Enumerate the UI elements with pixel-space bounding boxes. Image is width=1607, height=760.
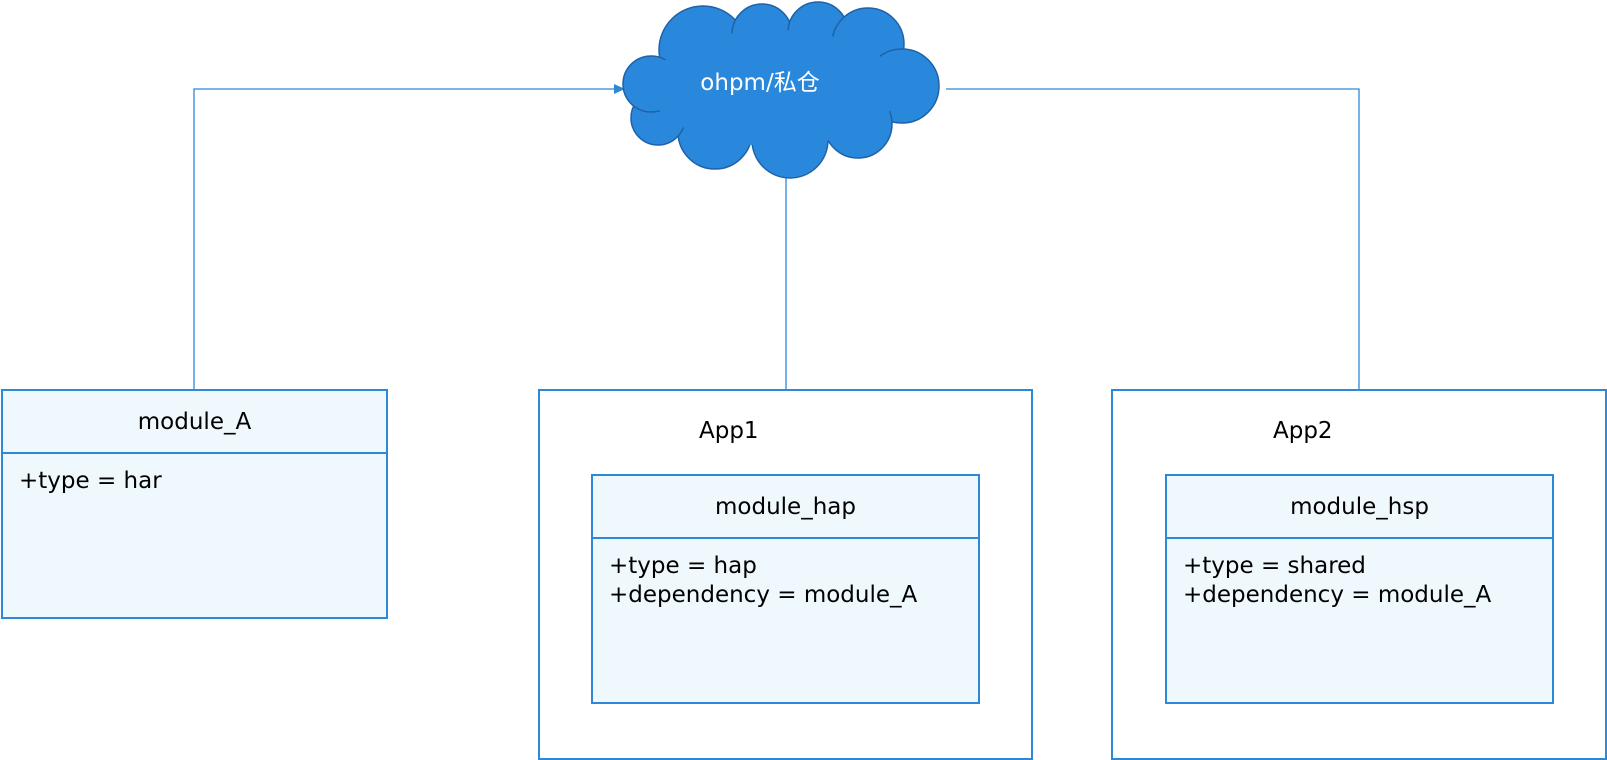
- edge-module-a-to-repository: [193, 88, 614, 389]
- repository-cloud-icon: [622, 1, 940, 179]
- edge-module-a-to-repository-arrowhead: [614, 84, 625, 94]
- module-a-attributes: +type = har: [3, 454, 386, 496]
- module-a-class-box: module_A +type = har: [1, 389, 388, 619]
- module-hap-attributes: +type = hap +dependency = module_A: [593, 539, 978, 610]
- module-hsp-attributes: +type = shared +dependency = module_A: [1167, 539, 1552, 610]
- module-hap-header: module_hap: [593, 476, 978, 539]
- module-hsp-class-box: module_hsp +type = shared +dependency = …: [1165, 474, 1554, 704]
- module-hsp-attribute-dependency: +dependency = module_A: [1183, 582, 1492, 608]
- module-a-attribute-type: +type = har: [19, 468, 162, 494]
- module-hsp-header: module_hsp: [1167, 476, 1552, 539]
- module-hap-attribute-type: +type = hap: [609, 553, 757, 579]
- module-a-header: module_A: [3, 391, 386, 454]
- repository-label: ohpm/私仓: [700, 70, 820, 96]
- module-hap-attribute-dependency: +dependency = module_A: [609, 582, 918, 608]
- module-hsp-attribute-type: +type = shared: [1183, 553, 1366, 579]
- edge-repository-to-module-hsp: [946, 88, 1360, 463]
- app2-title: App2: [1273, 418, 1333, 444]
- module-hap-class-box: module_hap +type = hap +dependency = mod…: [591, 474, 980, 704]
- app1-title: App1: [699, 418, 759, 444]
